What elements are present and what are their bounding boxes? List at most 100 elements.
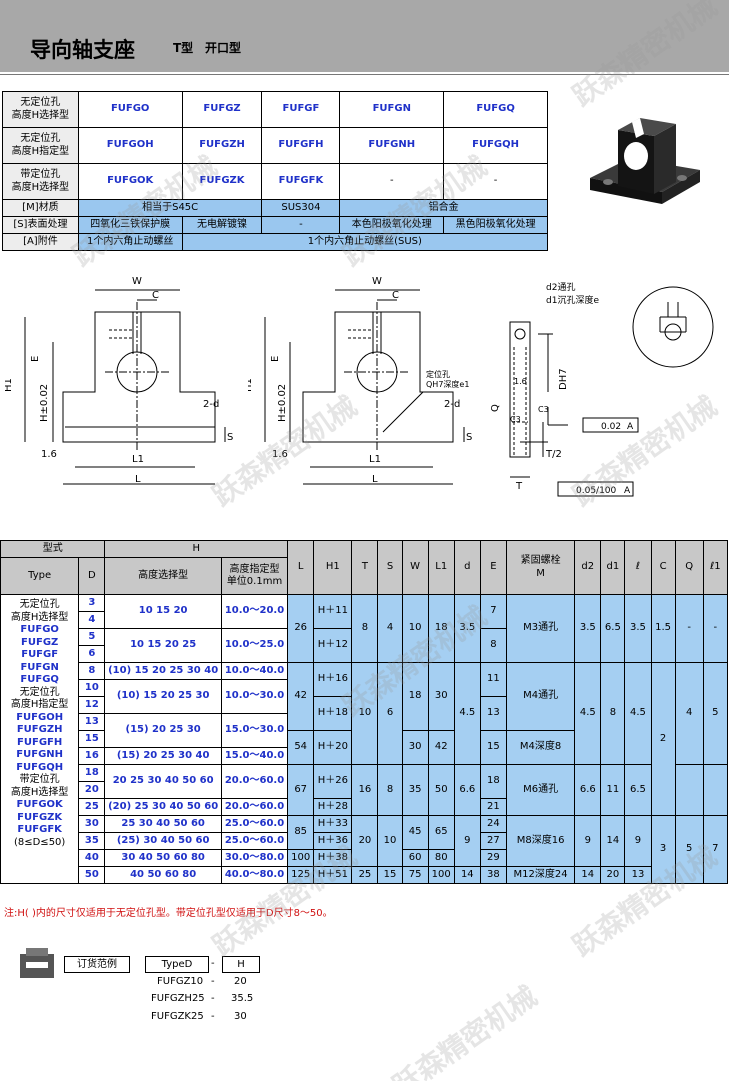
accessory-value: 1个内六角止动螺丝(SUS) — [181, 233, 549, 251]
order-type: FUFGZ10 — [157, 976, 204, 987]
product-base-side — [662, 170, 700, 204]
tol-1-value: 0.02 — [601, 422, 621, 432]
h1-value: H＋33 — [313, 815, 353, 833]
side-view-drawing: d2通孔 d1沉孔深度e DH7 T/2 T Q 1.6 C3 C3 0.02 … — [490, 282, 714, 497]
t-value: 16 — [351, 764, 379, 816]
d2-value: 3.5 — [574, 594, 602, 663]
h1-value: H＋38 — [313, 849, 353, 867]
l-value: 26 — [287, 594, 315, 663]
s-value: 10 — [377, 815, 403, 867]
type-line: (8≤D≤50) — [13, 836, 66, 848]
h1-value: H＋11 — [313, 594, 353, 629]
e-value: 7 — [479, 594, 507, 629]
d-value: 8 — [78, 662, 106, 680]
header-col: d — [453, 540, 481, 595]
type-line: 无定位孔 — [19, 599, 60, 610]
header-hsel: 高度选择型 — [104, 557, 222, 595]
type-code: FUFGQ — [20, 674, 59, 685]
hspec-value: 15.0～30.0 — [220, 713, 289, 748]
t-value: 25 — [351, 866, 379, 884]
hsel-value: 10 15 20 — [104, 594, 222, 629]
header-col: 紧固螺栓 M — [505, 540, 576, 595]
header-d: D — [78, 557, 106, 595]
type-code: FUFGOH — [16, 711, 64, 723]
dim-lines — [264, 289, 465, 485]
e-value: 8 — [479, 628, 507, 663]
d-value: 30 — [78, 815, 106, 833]
d-hole-value: 14 — [453, 866, 481, 884]
header-col: W — [401, 540, 429, 595]
c3-label: C3 — [538, 405, 549, 414]
h1-value: H＋28 — [313, 798, 353, 816]
dim-h: H±0.02 — [277, 384, 288, 422]
s-value: 8 — [377, 764, 403, 816]
d-value: 5 — [78, 628, 106, 646]
d2-label: d2通孔 — [546, 282, 575, 293]
ell1-value-blank — [702, 764, 729, 816]
type-line: 高度H选择型 — [10, 611, 69, 623]
d-hole-value: 4.5 — [453, 662, 481, 765]
hspec-value: 15.0～40.0 — [220, 747, 289, 765]
ell-value: 3.5 — [624, 594, 652, 663]
e-value: 21 — [479, 798, 507, 816]
d1-value: 11 — [600, 764, 626, 816]
header-col: ℓ1 — [702, 540, 729, 595]
c-value: 2 — [650, 662, 676, 816]
d-hole-value: 6.6 — [453, 764, 481, 816]
hsel-value: (20) 25 30 40 50 60 — [104, 798, 222, 816]
front-view-drawing: W C E H1 H±0.02 2-d S L1 L 1.6 — [5, 276, 233, 485]
l-value: 125 — [287, 866, 315, 884]
d-value: 12 — [78, 696, 106, 714]
dim-w: W — [132, 276, 142, 287]
type-code: FUFGOK — [16, 799, 63, 810]
front-outline — [62, 311, 216, 443]
page-header: 导向轴支座 T型 开口型 — [0, 0, 729, 72]
q-value-blank — [674, 764, 704, 816]
material-aluminum: 铝合金 — [339, 199, 548, 217]
l1-value: 30 — [427, 662, 455, 731]
side-hole — [514, 328, 526, 340]
dim-c: C — [392, 290, 399, 301]
t2-label: T/2 — [545, 449, 562, 460]
dim-h: H±0.02 — [39, 384, 50, 422]
header-col: H1 — [313, 540, 353, 595]
material-sus: SUS304 — [261, 199, 341, 217]
d2-value: 9 — [574, 815, 602, 867]
d-value: 3 — [78, 594, 106, 612]
h1-value: H＋36 — [313, 832, 353, 850]
spec-row-label: 带定位孔 高度H选择型 — [2, 163, 79, 200]
e-value: 29 — [479, 849, 507, 867]
spec-code: FUFGZ — [181, 91, 263, 128]
e-value: 11 — [479, 662, 507, 697]
l-value: 100 — [287, 849, 315, 867]
product-photo — [590, 118, 700, 204]
hsel-value: 25 30 40 50 60 — [104, 815, 222, 833]
hspec-value: 25.0～60.0 — [220, 815, 289, 833]
c-value: 1.5 — [650, 594, 676, 663]
order-dash: - — [211, 1011, 215, 1022]
ell1-value: 5 — [702, 662, 729, 765]
l-value: 85 — [287, 815, 315, 850]
t-value: 10 — [351, 662, 379, 765]
e-value: 13 — [479, 696, 507, 731]
type-code: FUFGZ — [21, 636, 59, 648]
h1-value: H＋16 — [313, 662, 353, 697]
l1-value: 100 — [427, 866, 455, 884]
m-value: M8深度16 — [505, 815, 576, 867]
type-line: 带定位孔 — [19, 774, 60, 785]
hsel-value: 30 40 50 60 80 — [104, 849, 222, 867]
type-code: FUFGF — [21, 649, 59, 660]
type-code: FUFGFK — [17, 824, 62, 835]
hsel-value: 40 50 60 80 — [104, 866, 222, 884]
header-col: S — [377, 540, 403, 595]
header-col: d2 — [574, 540, 602, 595]
type-open-label: 开口型 — [205, 41, 242, 55]
d-hole-value: 9 — [453, 815, 481, 867]
q-value: 5 — [674, 815, 704, 884]
spec-code: FUFGZK — [181, 163, 263, 200]
header-col: d1 — [600, 540, 626, 595]
header-col: C — [650, 540, 676, 595]
hsel-value: (15) 20 25 30 40 — [104, 747, 222, 765]
surface-value: 黑色阳极氧化处理 — [443, 216, 548, 234]
hsel-value: (10) 15 20 25 30 40 — [104, 662, 222, 680]
